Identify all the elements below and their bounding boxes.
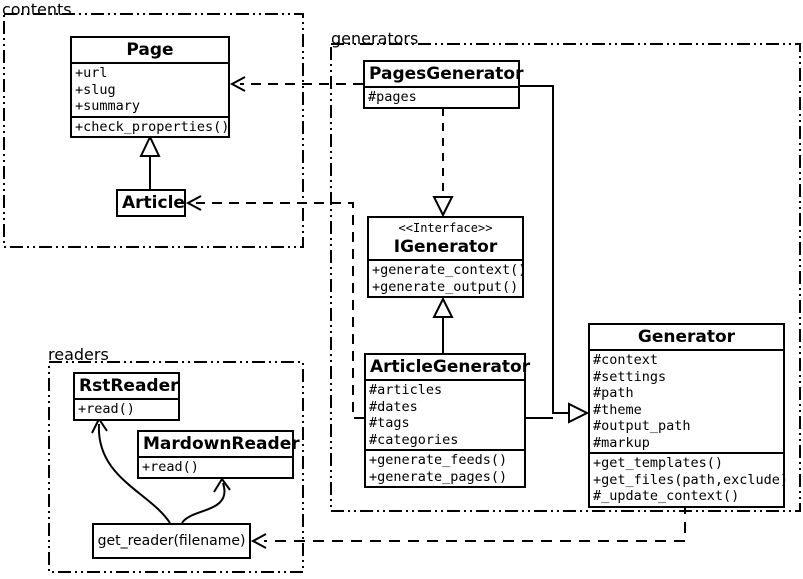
class-title-pagesgenerator: PagesGenerator: [369, 64, 524, 84]
attribute: #pages: [368, 89, 417, 105]
class-title-page: Page: [126, 40, 174, 60]
class-box-page: Page +url +slug +summary +check_properti…: [70, 36, 230, 138]
attribute: #tags: [369, 415, 410, 431]
attribute: #settings: [593, 368, 667, 385]
inheritance-triangle-icon: [432, 296, 454, 318]
open-arrowhead-icon: [250, 533, 267, 549]
class-title-generator: Generator: [637, 327, 736, 347]
page-methods: +check_properties(): [72, 115, 230, 137]
inheritance-triangle-icon: [139, 134, 161, 157]
articlegenerator-methods: +generate_feeds() +generate_pages(): [366, 449, 524, 486]
attribute: #articles: [369, 382, 443, 398]
igenerator-stereotype: <<Interface>>: [398, 221, 493, 235]
edge-pagesgenerator-extends-generator: [520, 85, 569, 414]
method: +generate_context(): [372, 262, 527, 278]
method: #_update_context(): [593, 488, 740, 504]
class-box-articlegenerator: ArticleGenerator #articles #dates #tags …: [364, 353, 531, 488]
attribute: +summary: [75, 98, 141, 114]
package-label-generators: generators: [331, 29, 419, 48]
package-generators-border: [330, 43, 801, 512]
page-attributes: +url +slug +summary: [72, 62, 228, 116]
class-title-articlegenerator: ArticleGenerator: [370, 357, 531, 377]
attribute: #markup: [593, 434, 650, 451]
method: +get_files(path,exclude): [593, 471, 789, 488]
class-title-rstreader: RstReader: [79, 376, 179, 396]
class-title-article: Article: [122, 193, 185, 213]
method: +generate_output(): [372, 278, 519, 295]
package-readers-border: [48, 361, 304, 573]
method: +get_templates(): [593, 455, 724, 471]
edge-articlegenerator-depends-article: [196, 202, 364, 419]
open-arrowhead-icon: [229, 76, 246, 92]
inheritance-triangle-icon: [568, 402, 590, 424]
mardownreader-methods: +read(): [139, 456, 292, 477]
class-box-rstreader: RstReader +read(): [73, 372, 180, 421]
class-box-generator: Generator #context #settings #path #them…: [588, 323, 789, 508]
class-title-igenerator: IGenerator: [393, 237, 498, 257]
method: +check_properties(): [75, 118, 230, 135]
pagesgenerator-attributes: #pages: [365, 86, 518, 107]
method: +read(): [78, 401, 135, 417]
open-arrowhead-icon: [213, 477, 231, 493]
package-label-readers: readers: [48, 345, 109, 364]
package-label-contents: contents: [2, 0, 72, 19]
edge-getreader-to-mardownreader: [181, 482, 226, 524]
attribute: #theme: [593, 401, 642, 418]
realization-triangle-icon: [432, 196, 454, 218]
class-box-mardownreader: MardownReader +read(): [137, 430, 300, 479]
class-box-pagesgenerator: PagesGenerator #pages: [363, 60, 524, 109]
edge-getreader-to-rstreader: [97, 423, 171, 524]
generator-attributes: #context #settings #path #theme #output_…: [590, 349, 783, 452]
open-arrowhead-icon: [185, 195, 202, 211]
attribute: #path: [593, 385, 634, 401]
class-box-article: Article: [116, 189, 186, 217]
method: +generate_pages(): [369, 468, 508, 485]
package-contents-border: [3, 13, 304, 248]
attribute: #dates: [369, 398, 418, 415]
method: +read(): [142, 459, 199, 475]
rstreader-methods: +read(): [75, 398, 178, 419]
class-title-mardownreader: MardownReader: [143, 434, 300, 454]
attribute: #categories: [369, 431, 459, 448]
attribute: +url: [75, 65, 108, 81]
generator-methods: +get_templates() +get_files(path,exclude…: [590, 452, 789, 506]
function-box-get-reader: get_reader(filename): [92, 523, 251, 559]
igenerator-methods: +generate_context() +generate_output(): [369, 259, 527, 296]
attribute: #output_path: [593, 418, 691, 434]
class-box-igenerator: <<Interface>> IGenerator +generate_conte…: [367, 216, 527, 298]
method: +generate_feeds(): [369, 452, 508, 468]
articlegenerator-attributes: #articles #dates #tags #categories: [366, 379, 524, 449]
attribute: #context: [593, 352, 659, 368]
edge-generator-depends-getreader: [264, 503, 686, 542]
attribute: +slug: [75, 81, 116, 98]
